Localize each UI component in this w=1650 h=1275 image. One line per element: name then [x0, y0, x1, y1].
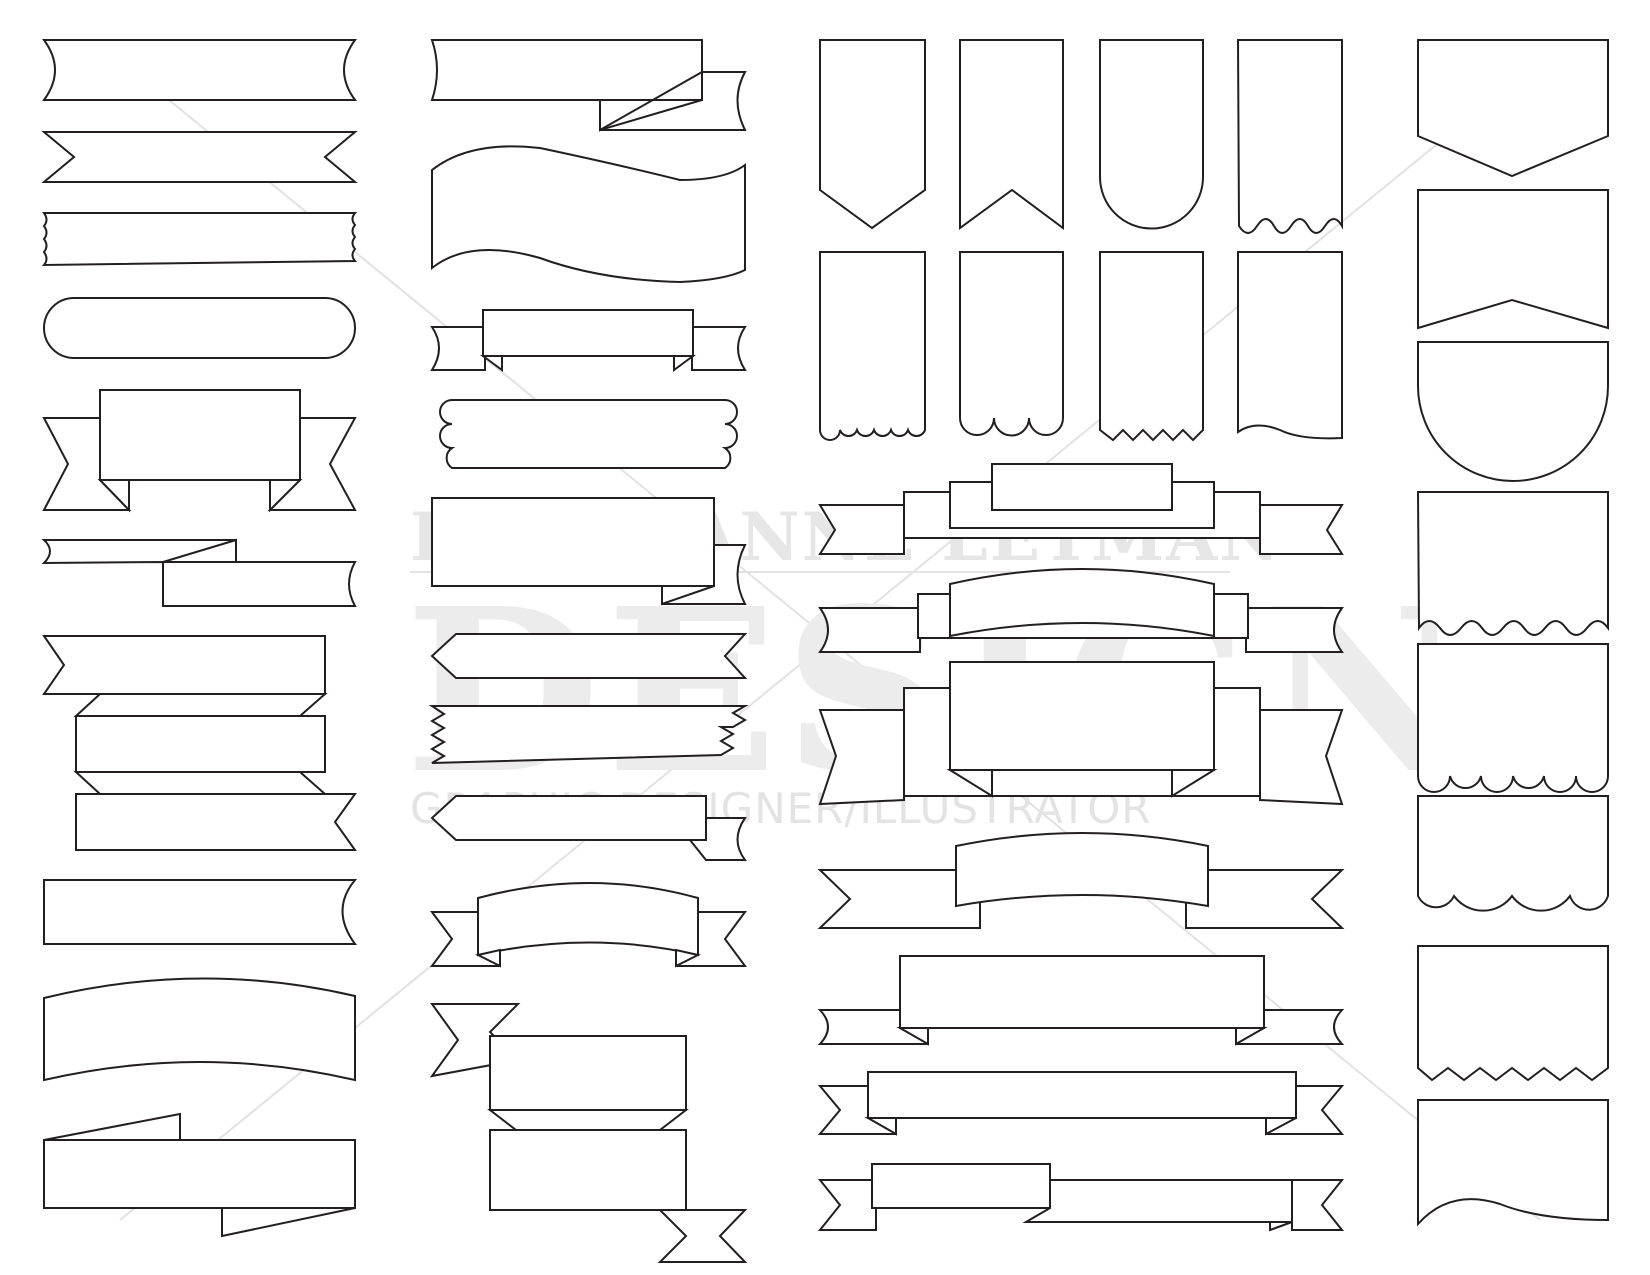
bookmark-curve: [1237, 251, 1343, 440]
ribbon-twisted-fold: [43, 1112, 356, 1238]
ribbon-folded-tails: [42, 389, 357, 513]
bookmark-zigzag: [1099, 251, 1204, 442]
ribbon-arched-notched-tails: [817, 832, 1345, 929]
bookmark-swallowtail: [959, 39, 1064, 230]
plaque-scalloped: [439, 399, 738, 469]
banner-fold-bottom-right: [431, 497, 747, 606]
column-4-tabs: [1416, 39, 1609, 1227]
ribbon-arched-tails: [430, 882, 747, 968]
ribbon-large-fold-tails: [818, 661, 1344, 806]
ribbon-fold-corner: [430, 39, 747, 132]
bookmark-scallop-large: [959, 251, 1064, 437]
flag-wave: [431, 145, 746, 284]
ribbon-arched-layered: [818, 568, 1344, 653]
tab-wave: [1416, 491, 1609, 636]
column-2: [428, 39, 749, 1263]
ribbon-offset-fold: [817, 1163, 1345, 1232]
banner-scalloped-right-end: [43, 879, 358, 945]
ribbon-arrow-notch: [430, 633, 748, 679]
column-3-bookmarks: [819, 39, 1343, 442]
banner-curved-arch: [43, 977, 356, 1082]
tab-swallowtail: [1417, 189, 1609, 330]
ribbon-notched-ends: [41, 131, 358, 183]
bookmark-scallop-small: [819, 251, 926, 441]
tab-zigzag: [1417, 945, 1609, 1082]
column-3-ribbons: [817, 463, 1345, 1232]
column-1: [41, 39, 358, 1238]
ribbon-wavy-ends: [41, 212, 358, 267]
bookmark-rounded: [1099, 39, 1204, 230]
pill-banner: [43, 297, 356, 359]
ribbon-zigzag-ends: [428, 705, 749, 764]
ribbon-stepped-fold: [41, 538, 357, 607]
tab-scallop-medium: [1417, 643, 1609, 793]
ribbon-layered-stepped: [818, 463, 1344, 555]
tab-curve: [1417, 1099, 1609, 1227]
bookmark-point: [819, 39, 926, 230]
ribbon-double-fold-stack: [429, 1003, 748, 1263]
tab-point: [1417, 39, 1609, 178]
ribbon-arrow-fold: [430, 795, 747, 861]
tab-scallop-large: [1417, 795, 1609, 912]
ribbon-wide-scalloped-tails: [817, 955, 1345, 1046]
ribbon-small-tails: [430, 309, 747, 372]
ribbon-scalloped-ends: [42, 39, 357, 101]
ribbon-slim-notched-tails: [817, 1071, 1345, 1136]
ribbon-zigzag-stack: [42, 635, 357, 851]
bookmark-wave: [1236, 39, 1343, 234]
tab-rounded: [1417, 341, 1609, 482]
